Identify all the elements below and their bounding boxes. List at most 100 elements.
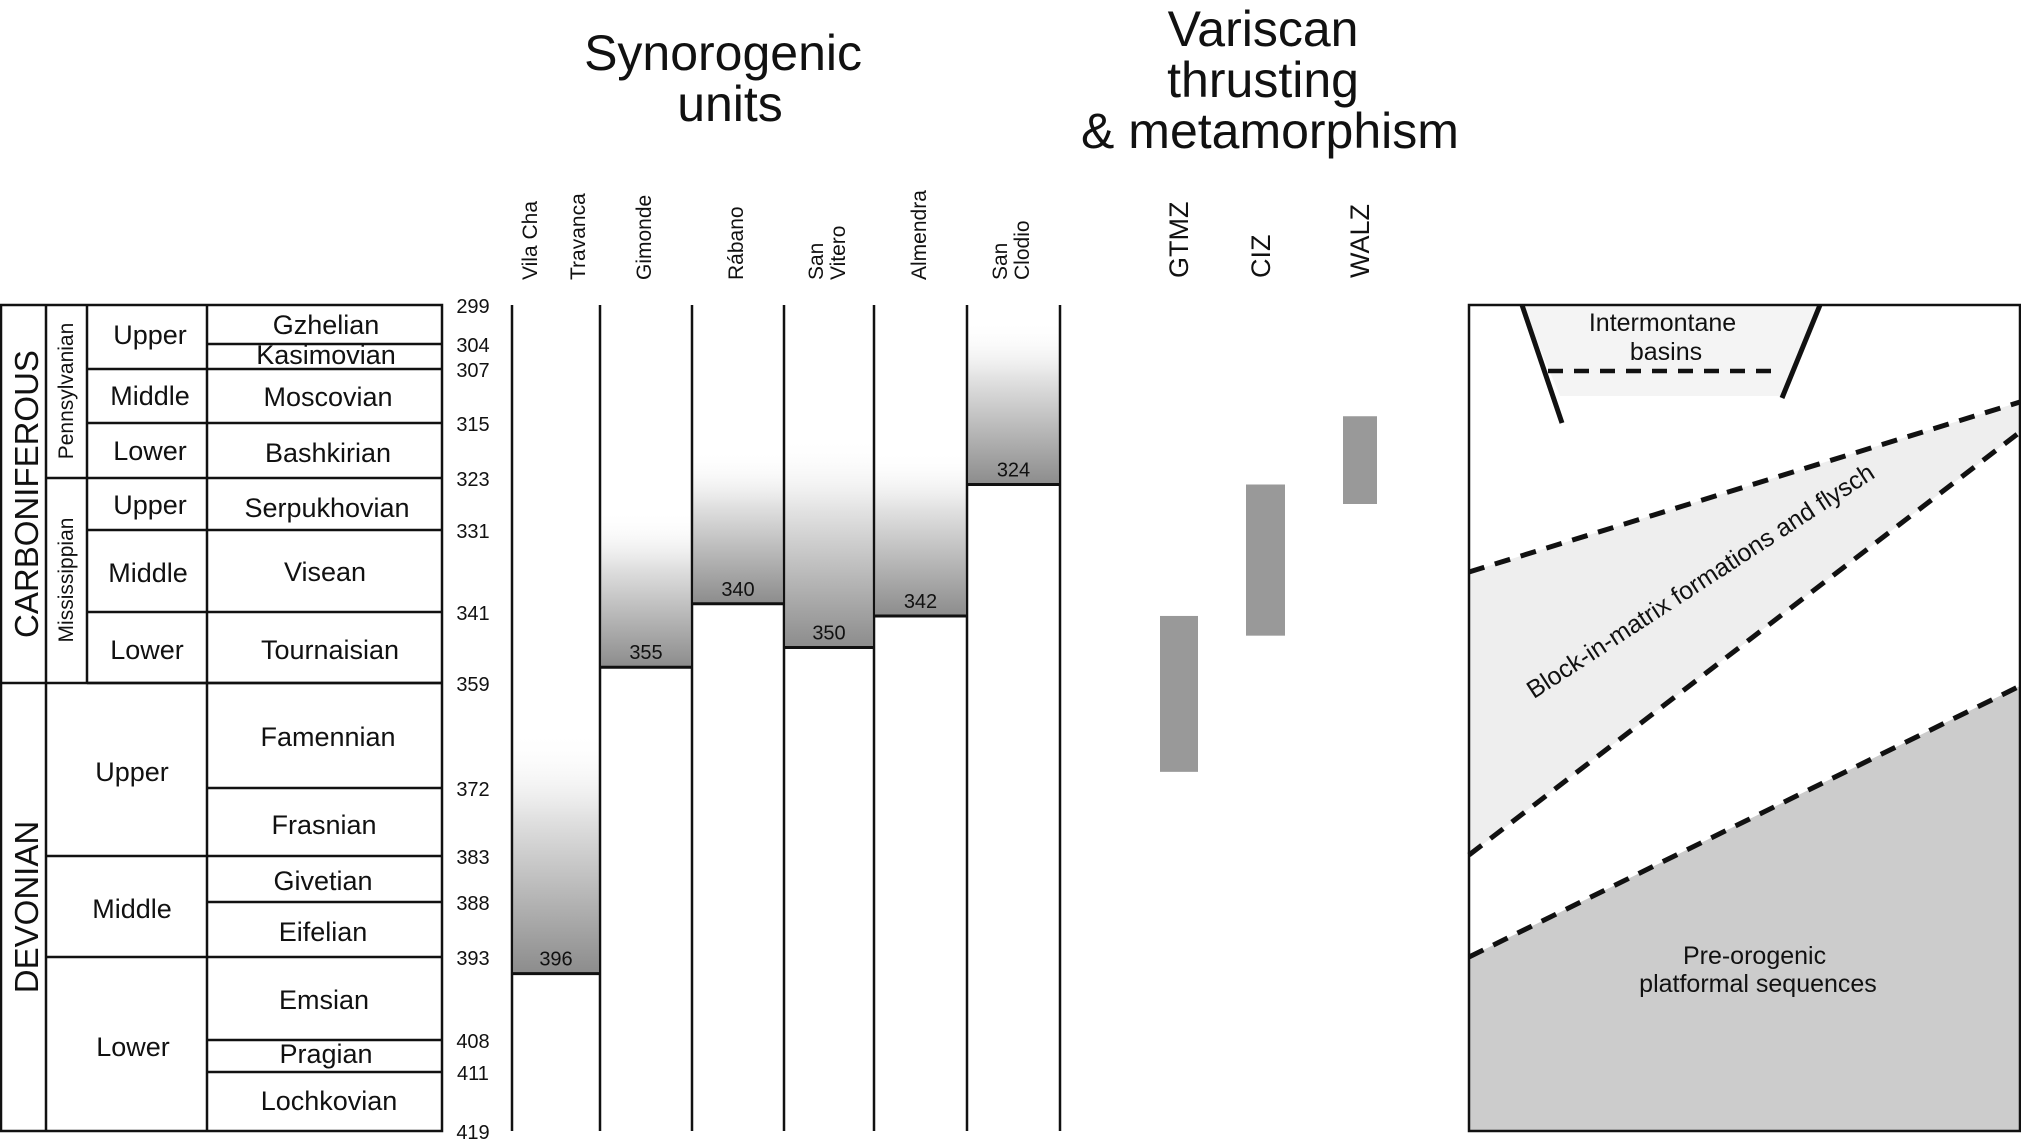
age-label: 419 [456, 1122, 489, 1144]
basin-wall-left [1519, 304, 1565, 424]
system-label-carboniferous: CARBONIFEROUS [8, 350, 45, 638]
preorogenic-label-line1: Pre-orogenic [1683, 942, 1826, 970]
stage-label: Tournaisian [261, 635, 399, 665]
age-label: 323 [456, 469, 489, 491]
variscan-heading: Variscan thrusting & metamorphism [1081, 1, 1459, 159]
synorogenic-heading-line1: Synorogenic [584, 25, 862, 81]
stage-label: Emsian [279, 985, 369, 1015]
stage-label: Bashkirian [265, 438, 391, 468]
unit-label-almendra: Almendra [908, 190, 931, 280]
unit-range-fill [875, 450, 966, 616]
variscan-heading-line3: & metamorphism [1081, 103, 1459, 159]
stage-boundaries [207, 342, 442, 1074]
unit-label-vila-cha: Vila Cha [519, 201, 542, 280]
timescale-frame [0, 303, 444, 1133]
unit-base-age-label: 324 [997, 460, 1030, 482]
unit-base-age-label: 396 [539, 949, 572, 971]
age-label: 331 [456, 521, 489, 543]
unit-label-line: San [805, 243, 828, 280]
unit-range-fill [601, 510, 691, 668]
variscan-heading-line1: Variscan [1168, 1, 1359, 57]
stage-label: Kasimovian [256, 340, 396, 370]
stage-label: Lochkovian [261, 1086, 398, 1116]
system-label-devonian: DEVONIAN [8, 821, 45, 993]
stage-label: Moscovian [263, 382, 392, 412]
stage-label: Pragian [279, 1039, 372, 1069]
unit-label-travanca: Travanca [567, 193, 590, 280]
stage-label: Serpukhovian [244, 493, 409, 523]
unit-label-line: Travanca [567, 193, 590, 280]
series-label: Lower [110, 635, 184, 665]
series-label: Lower [113, 436, 187, 466]
age-label: 393 [456, 948, 489, 970]
unit-label-line: Vila Cha [519, 201, 542, 280]
age-label: 304 [456, 335, 489, 357]
unit-base-age-label: 355 [629, 642, 662, 664]
stage-label: Gzhelian [273, 310, 380, 340]
stage-label: Givetian [273, 866, 372, 896]
wedge-fill [1469, 402, 2020, 855]
unit-label-line: Gimonde [633, 195, 656, 280]
series-label: Upper [113, 320, 187, 350]
stage-label: Visean [284, 557, 366, 587]
intermontane-label-line1: Intermontane [1589, 309, 1736, 337]
preorogenic-fill [1469, 686, 2020, 1131]
series-label: Middle [110, 381, 190, 411]
basin-wall-right [1779, 304, 1823, 399]
intermontane-fill [1522, 305, 1820, 396]
preorogenic-label-line2: platformal sequences [1639, 970, 1877, 998]
age-label: 307 [456, 360, 489, 382]
unit-range-fill [968, 320, 1059, 485]
age-label: 408 [456, 1031, 489, 1053]
unit-label-line: Clodio [1011, 220, 1034, 280]
subsystem-label-pennsylvanian: Pennsylvanian [55, 323, 78, 460]
age-scale: 2993043073153233313413593723833883934084… [456, 296, 489, 1144]
age-label: 411 [457, 1063, 489, 1085]
unit-label-line: Vitero [827, 226, 850, 280]
unit-label-gimonde: Gimonde [633, 195, 656, 280]
unit-label-rabano: Rábano [725, 206, 748, 280]
preorogenic-boundary [1467, 683, 2021, 960]
series-label: Middle [92, 894, 172, 924]
intermontane-label-line2: basins [1630, 338, 1702, 366]
age-label: 299 [456, 296, 489, 318]
series-label: Lower [96, 1032, 170, 1062]
age-label: 372 [456, 779, 489, 801]
series-label: Upper [113, 490, 187, 520]
preorogenic-label: Pre-orogenic platformal sequences [1639, 942, 1877, 998]
zone-bar-walz [1343, 416, 1377, 504]
unit-range-fills: 396 355 340 350 342 324 [512, 320, 1060, 976]
series-boundaries [46, 367, 207, 959]
unit-range-fill [513, 731, 599, 974]
age-label: 388 [456, 893, 489, 915]
series-label: Upper [95, 757, 169, 787]
age-label: 315 [456, 414, 489, 436]
zone-label-ciz: CIZ [1246, 235, 1276, 279]
age-label: 383 [456, 847, 489, 869]
stage-label: Famennian [260, 722, 395, 752]
panel-frame [1467, 303, 2021, 1133]
zone-label-walz: WALZ [1345, 204, 1375, 278]
unit-label-line: San [989, 243, 1012, 280]
unit-label-line: Almendra [908, 190, 931, 280]
intermontane-label: Intermontane basins [1589, 309, 1743, 366]
unit-label-san-clodio: San Clodio [989, 220, 1034, 280]
subsystem-label-mississippian: Mississippian [55, 518, 78, 643]
variscan-heading-line2: thrusting [1167, 52, 1359, 108]
unit-base-age-label: 342 [904, 591, 937, 613]
unit-range-fill [693, 450, 783, 604]
stage-label: Frasnian [271, 810, 376, 840]
wedge-upper-boundary [1468, 399, 2021, 575]
unit-range-fill [785, 436, 873, 648]
synorogenic-columns: 396 355 340 350 342 324 [510, 305, 1062, 1131]
wedge-lower-boundary [1467, 430, 2021, 857]
unit-label-line: Rábano [725, 206, 748, 280]
unit-base-age-label: 340 [721, 579, 754, 601]
zone-label-gtmz: GTMZ [1164, 202, 1194, 278]
synorogenic-heading-line2: units [677, 76, 783, 132]
zone-bar-ciz [1246, 484, 1285, 636]
unit-base-age-label: 350 [812, 623, 845, 645]
timescale-table: CARBONIFEROUS DEVONIAN Pennsylvanian Mis… [0, 303, 444, 1133]
